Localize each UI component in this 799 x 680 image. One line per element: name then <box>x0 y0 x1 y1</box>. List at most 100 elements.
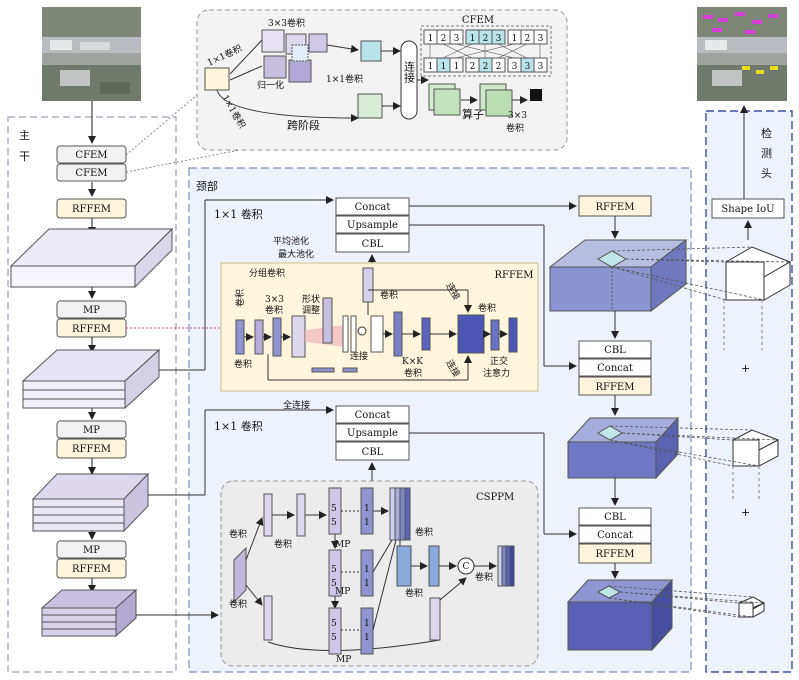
svg-text:MP: MP <box>335 540 350 550</box>
neck-title: 颈部 <box>196 179 218 193</box>
head-region <box>705 110 793 673</box>
svg-text:1: 1 <box>364 565 370 575</box>
neck-output-2 <box>566 416 680 480</box>
cfem-grid-bottom: 1 1 1 2 2 2 3 3 3 <box>423 57 548 73</box>
output-satellite-image <box>697 7 787 101</box>
neck-conv1x1-mid: 1×1 卷积 <box>214 419 263 433</box>
svg-text:RFFEM: RFFEM <box>72 204 111 215</box>
shape-iou-box: Shape IoU <box>711 198 785 219</box>
svg-text:卷积: 卷积 <box>234 358 252 370</box>
backbone-mp-1: MP <box>56 300 127 319</box>
backbone-label-2: 干 <box>19 150 30 163</box>
svg-text:2: 2 <box>441 34 447 44</box>
svg-text:C: C <box>463 562 470 572</box>
svg-text:1: 1 <box>428 34 434 44</box>
svg-text:5: 5 <box>331 619 337 629</box>
svg-text:1: 1 <box>441 62 447 72</box>
svg-text:卷积: 卷积 <box>478 302 496 314</box>
svg-text:Upsample: Upsample <box>347 428 398 439</box>
plus-2: + <box>741 506 750 519</box>
svg-text:卷积: 卷积 <box>274 538 292 550</box>
svg-text:Upsample: Upsample <box>347 220 398 231</box>
svg-text:RFFEM: RFFEM <box>72 324 111 335</box>
svg-text:卷积: 卷积 <box>404 367 422 379</box>
cfem-diagram: 1×1卷积 1×1卷积 3×3卷积 归一化 1×1卷积 跨阶段 连接 算子 3×… <box>204 15 552 134</box>
svg-text:RFFEM: RFFEM <box>495 270 534 281</box>
svg-text:CFEM: CFEM <box>75 168 107 179</box>
svg-text:调整: 调整 <box>302 304 320 316</box>
svg-text:分组卷积: 分组卷积 <box>249 267 285 279</box>
neck-stack-2: Concat Upsample CBL <box>335 405 410 461</box>
cfem-grid-top: 1 2 3 1 2 3 1 2 3 <box>423 29 548 45</box>
svg-text:5: 5 <box>331 579 337 589</box>
backbone-rffem-3: RFFEM <box>56 438 127 459</box>
neck-output-1 <box>548 238 688 313</box>
svg-text:MP: MP <box>336 655 351 665</box>
svg-text:形状: 形状 <box>302 293 320 305</box>
neck-rffem-top: RFFEM <box>578 195 652 217</box>
svg-text:卷积: 卷积 <box>229 598 247 610</box>
svg-text:1: 1 <box>428 62 434 72</box>
svg-text:Shape IoU: Shape IoU <box>721 204 774 215</box>
svg-text:2: 2 <box>483 34 489 44</box>
svg-text:全连接: 全连接 <box>283 399 310 411</box>
svg-text:2: 2 <box>470 62 476 72</box>
svg-text:RFFEM: RFFEM <box>596 382 635 393</box>
svg-text:3×3卷积: 3×3卷积 <box>268 17 305 29</box>
svg-text:1: 1 <box>454 62 460 72</box>
svg-text:1: 1 <box>364 579 370 589</box>
rffem-diagram: RFFEM 平均池化 最大池化 分组卷积 卷积 3×3 卷积 形状 调整 卷积 … <box>234 235 533 411</box>
head-label-2: 测 <box>761 147 772 160</box>
backbone-mp-3: MP <box>56 540 127 559</box>
backbone-rffem-4: RFFEM <box>56 558 127 579</box>
svg-text:3: 3 <box>512 62 518 72</box>
svg-text:RFFEM: RFFEM <box>72 564 111 575</box>
svg-text:RFFEM: RFFEM <box>596 202 635 213</box>
svg-text:5: 5 <box>331 504 337 514</box>
neck-right-stack-2: CBL Concat RFFEM <box>578 507 652 564</box>
svg-text:5: 5 <box>331 565 337 575</box>
svg-text:注意力: 注意力 <box>483 367 510 379</box>
svg-text:卷积: 卷积 <box>380 289 398 301</box>
neck-stack-1: Concat Upsample CBL <box>335 197 410 253</box>
svg-text:跨阶段: 跨阶段 <box>287 118 320 132</box>
svg-text:2: 2 <box>525 34 531 44</box>
svg-text:算子: 算子 <box>462 107 484 121</box>
neck-conv1x1-top: 1×1 卷积 <box>214 207 263 221</box>
svg-text:1: 1 <box>364 619 370 629</box>
svg-text:1: 1 <box>364 518 370 528</box>
head-cube-3 <box>737 596 766 618</box>
svg-text:3: 3 <box>454 34 460 44</box>
svg-text:MP: MP <box>83 425 100 436</box>
backbone-cfem-1: CFEM <box>56 145 127 164</box>
svg-text:5: 5 <box>331 633 337 643</box>
svg-text:Concat: Concat <box>597 363 633 374</box>
svg-text:卷积: 卷积 <box>415 526 433 538</box>
svg-text:5: 5 <box>331 518 337 528</box>
svg-text:2: 2 <box>483 62 489 72</box>
svg-text:1: 1 <box>470 34 476 44</box>
svg-text:1: 1 <box>364 504 370 514</box>
svg-text:2: 2 <box>496 62 502 72</box>
svg-text:1: 1 <box>512 34 518 44</box>
head-label-1: 检 <box>761 126 772 140</box>
svg-text:连接: 连接 <box>350 350 368 362</box>
input-satellite-image <box>42 7 141 101</box>
svg-text:MP: MP <box>83 305 100 316</box>
svg-text:3: 3 <box>538 62 544 72</box>
svg-text:卷积: 卷积 <box>405 587 423 599</box>
feature-map-1 <box>9 227 174 289</box>
svg-text:Concat: Concat <box>597 530 633 541</box>
svg-text:3×3: 3×3 <box>265 295 284 305</box>
svg-text:卷积: 卷积 <box>475 571 493 583</box>
svg-text:MP: MP <box>83 545 100 556</box>
plus-1: + <box>741 362 750 375</box>
csppm-diagram: CSPPM 卷积 卷积 卷积 5 5 1 1 MP 5 5 1 1 MP 5 5 <box>229 487 515 665</box>
svg-text:CBL: CBL <box>362 239 384 250</box>
svg-text:3: 3 <box>525 62 531 72</box>
svg-text:正交: 正交 <box>490 355 508 367</box>
neck-output-3 <box>566 578 674 652</box>
backbone-label-1: 主 <box>19 129 30 142</box>
svg-text:卷积: 卷积 <box>506 122 524 134</box>
